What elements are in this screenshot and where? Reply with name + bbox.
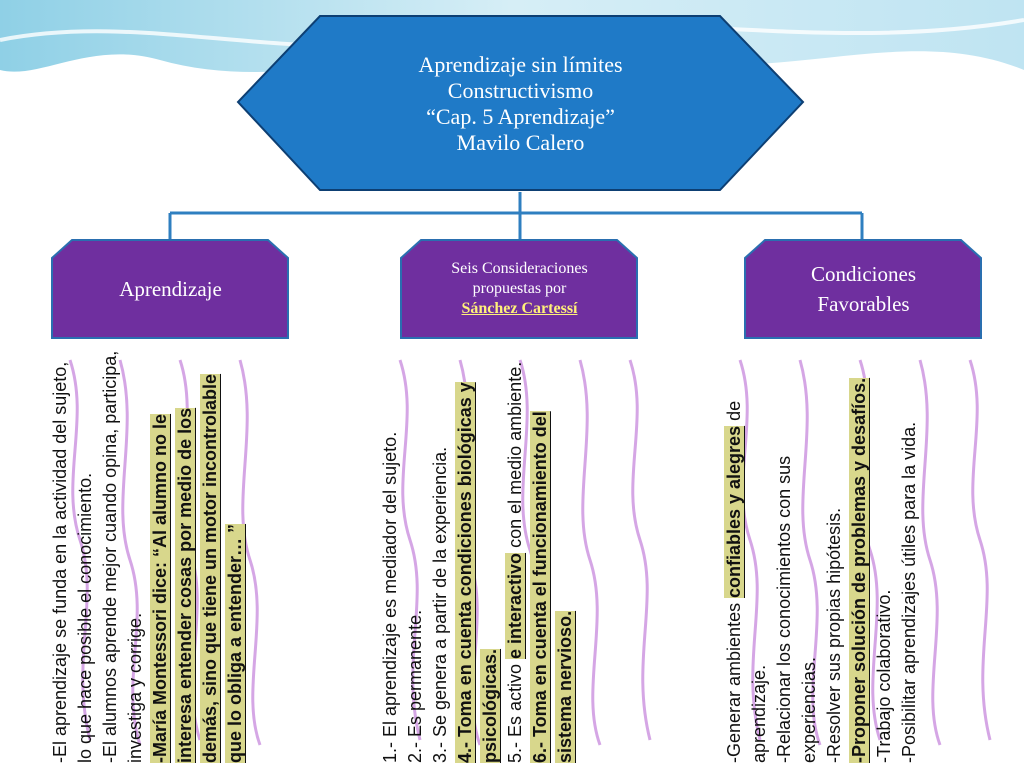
condiciones-item-5: -Trabajo colaborativo. [874, 589, 894, 763]
root-node: Aprendizaje sin límites Constructivismo … [238, 14, 803, 194]
category-condiciones-line-1: Condiciones [811, 262, 916, 286]
seis-item-5-end: con el medio ambiente. [505, 361, 525, 553]
seis-item-3: 3.- Se genera a partir de la experiencia… [430, 446, 450, 763]
montessori-quote-highlight: -María Montessori dice: “Al alumno no le… [150, 373, 245, 763]
seis-item-4: 4.- Toma en cuenta condiciones biológica… [453, 345, 503, 763]
root-title-line-3: “Cap. 5 Aprendizaje” [426, 104, 615, 129]
condiciones-item-1: -Generar ambientes confiables y alegres … [722, 345, 772, 763]
aprendizaje-point-3: -María Montessori dice: “Al alumno no le… [148, 345, 248, 763]
condiciones-item-4-highlight: -Proponer solución de problemas y desafí… [849, 377, 869, 763]
root-title-line-2: Constructivismo [447, 78, 594, 103]
category-seis-consideraciones: Seis Consideraciones propuestas por Sánc… [401, 238, 638, 340]
seis-item-5-highlight: e interactivo [505, 552, 525, 659]
column-seis-text: 1.- El aprendizaje es mediador del sujet… [378, 345, 654, 763]
seis-item-6-highlight: 6.- Toma en cuenta el funcionamiento del… [530, 411, 575, 763]
column-condiciones-text: -Generar ambientes confiables y alegres … [722, 345, 988, 763]
root-title-line-4: Mavilo Calero [456, 130, 585, 155]
seis-item-5-start: 5.- Es activo [505, 658, 525, 763]
condiciones-item-3: -Resolver sus propias hipótesis. [824, 507, 844, 763]
condiciones-item-1-start: -Generar ambientes [724, 597, 744, 763]
seis-item-4-highlight: 4.- Toma en cuenta condiciones biológica… [455, 382, 500, 763]
category-seis-line-2: propuestas por [472, 280, 567, 297]
category-seis-author: Sánchez Cartessí [461, 300, 578, 317]
seis-item-5: 5.- Es activo e interactivo con el medio… [503, 345, 528, 763]
condiciones-item-2: -Relacionar los conocimientos con sus ex… [774, 455, 819, 763]
root-hexagon [236, 15, 805, 191]
category-aprendizaje: Aprendizaje [52, 238, 289, 340]
squiggle-decoration [68, 359, 992, 746]
condiciones-item-4: -Proponer solución de problemas y desafí… [847, 345, 872, 763]
category-aprendizaje-label: Aprendizaje [119, 276, 222, 301]
category-aprendizaje-shape [51, 239, 289, 339]
seis-item-1: 1.- El aprendizaje es mediador del sujet… [380, 431, 400, 763]
category-seis-shape [400, 239, 638, 339]
seis-item-6: 6.- Toma en cuenta el funcionamiento del… [528, 345, 578, 763]
condiciones-item-6: -Posibilitar aprendizajes útiles para la… [899, 421, 919, 763]
aprendizaje-point-1: -El aprendizaje se funda en la actividad… [50, 361, 95, 763]
condiciones-item-1-highlight: confiables y alegres [724, 425, 744, 598]
seis-item-2: 2.- Es permanente. [405, 609, 425, 763]
category-condiciones-shape [744, 239, 982, 339]
category-seis-line-1: Seis Consideraciones [451, 260, 588, 277]
category-condiciones-line-2: Favorables [817, 292, 910, 316]
column-aprendizaje-text: -El aprendizaje se funda en la actividad… [48, 345, 296, 763]
category-condiciones-favorables: Condiciones Favorables [745, 238, 982, 340]
root-title-line-1: Aprendizaje sin límites [418, 52, 623, 77]
connector-lines [168, 192, 864, 240]
aprendizaje-point-2: -El alumnos aprende mejor cuando opina, … [100, 350, 145, 763]
